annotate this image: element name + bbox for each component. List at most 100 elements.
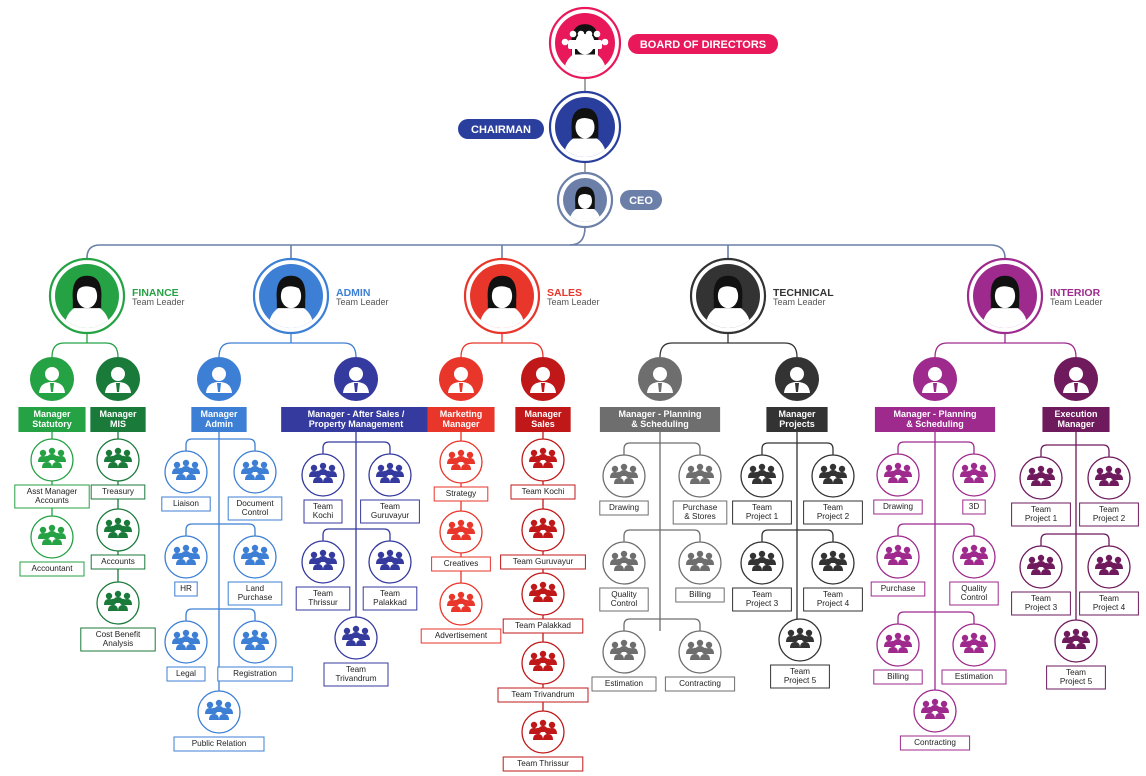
team-icon [678,541,722,585]
team-label-text: Drawing [609,503,639,512]
team-label: Treasury [90,484,146,500]
team-icon [952,535,996,579]
team-label-text: Drawing [883,502,913,511]
connector-line [659,342,798,358]
team-icon [233,535,277,579]
team-label-text: Project 4 [1093,603,1126,612]
ceo-tag-text: CEO [629,195,653,207]
manager-title-text: MIS [110,419,126,429]
team-label-text: Team [823,503,843,512]
manager-title-text: & Scheduling [906,419,964,429]
team-icon [602,454,646,498]
team-label: 3D [962,499,986,515]
team-label-text: Treasury [102,487,135,496]
team-label-text: HR [180,584,192,593]
team-label-text: Legal [176,669,196,678]
manager-title-text: Execution [1054,409,1097,419]
team-icon [233,450,277,494]
person-body [705,304,751,328]
team-label-text: Quality [961,584,987,593]
person-body [479,304,525,328]
team-label: Billing [675,587,725,603]
manager-icon [334,357,378,401]
team-label: Purchase& Stores [672,500,728,525]
manager-icon [775,357,819,401]
chairman-tag: CHAIRMAN [458,119,544,139]
team-label-text: Project 4 [817,599,850,608]
team-label-text: Billing [689,590,711,599]
connector-line [897,611,975,624]
manager-title-text: Manager [524,409,562,419]
team-label-text: Kochi [313,511,334,520]
team-label-text: Accountant [32,564,74,573]
team-label: Contracting [899,735,971,751]
person-body [569,206,601,222]
team-label-text: Team [346,665,366,674]
manager-title-text: Projects [779,419,815,429]
team-icon [1054,619,1098,663]
team-label-text: Team Guruvayur [513,557,574,566]
manager-title-text: Manager [1057,419,1095,429]
connector-line [185,608,256,621]
team-label-text: Project 3 [746,599,779,608]
team-label: Team Palakkad [502,618,584,634]
team-label-text: Team [752,503,772,512]
team-label-text: Public Relation [192,739,247,748]
manager-title-text: Manager [200,409,238,419]
board-of-directors-tag: BOARD OF DIRECTORS [628,34,778,54]
team-label-text: Team [313,502,333,511]
team-icon [521,710,565,754]
team-label: Advertisement [420,628,502,644]
manager-title-text: Manager [442,419,480,429]
team-label: Team Kochi [510,484,576,500]
manager-title-text: Manager [33,409,71,419]
team-icon [30,438,74,482]
team-label-text: Land [246,584,265,593]
team-icon [96,438,140,482]
team-icon [678,454,722,498]
team-label: Accountant [19,561,85,577]
team-leader-label: Team Leader [547,297,600,307]
team-label-text: Document [236,499,274,508]
team-icon [164,620,208,664]
person-body [564,50,606,73]
team-label-text: Asst Manager [27,487,78,496]
team-icon [233,620,277,664]
team-label: Drawing [873,499,923,515]
team-icon [521,508,565,552]
team-icon [1019,545,1063,589]
team-label: Drawing [599,500,649,516]
team-icon [913,689,957,733]
team-label-text: Team [313,589,333,598]
team-label-text: Analysis [103,639,134,648]
connector-line [623,529,701,542]
connector-line [897,441,975,454]
team-label-text: Team Trivandrum [511,690,574,699]
connector-line [185,523,256,536]
manager-title-text: Manager [778,409,816,419]
team-label-text: Team [1031,505,1051,514]
team-label: Creatives [431,556,491,572]
team-label: Contracting [664,676,736,692]
connector-line [86,226,586,259]
team-label-text: Team Palakkad [515,621,571,630]
manager-title-text: Admin [205,419,233,429]
team-label-text: Project 2 [1093,514,1126,523]
team-icon [368,453,412,497]
team-label: Accounts [90,554,146,570]
team-label-text: Team [790,667,810,676]
team-label-text: Team [752,590,772,599]
team-label-text: Strategy [446,489,477,498]
team-icon [334,616,378,660]
manager-title-text: Manager [99,409,137,419]
